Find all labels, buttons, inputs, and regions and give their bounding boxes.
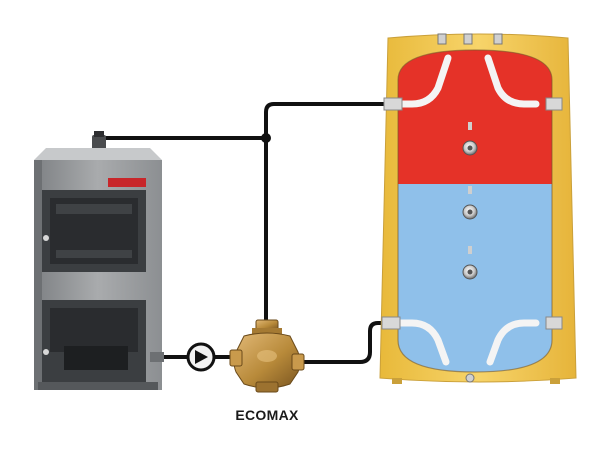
lower-door-handle <box>43 349 49 355</box>
ecomax-mixing-valve <box>229 319 305 393</box>
upper-door-handle <box>43 235 49 241</box>
tank-sensor-ports <box>462 122 478 280</box>
tank-hot-zone <box>398 50 552 184</box>
buffer-tank <box>379 33 577 384</box>
boiler-brand-plate <box>108 178 146 187</box>
boiler <box>34 131 164 390</box>
circulation-pump <box>186 342 216 372</box>
valve-caption: ECOMAX <box>235 407 299 423</box>
tank-supply-pipe <box>264 102 390 140</box>
tank-bottom-diffusers <box>396 319 540 366</box>
pipe-junction <box>261 133 271 143</box>
tank-return-pipe <box>298 321 388 364</box>
tank-top-diffusers <box>396 54 540 108</box>
pump-arrow-icon <box>195 350 208 364</box>
